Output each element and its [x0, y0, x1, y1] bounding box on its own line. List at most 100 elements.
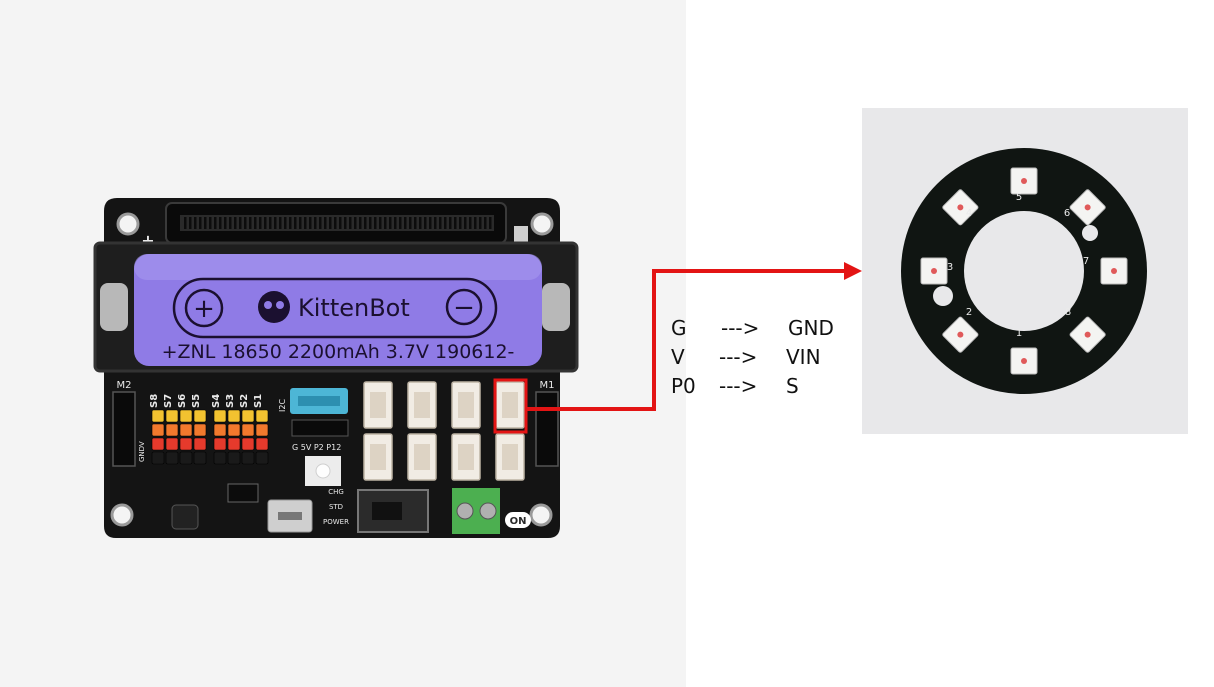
- robotbit-board: + + − KittenBot +ZNL 18650 2200mAh 3.7V …: [93, 198, 579, 538]
- ring-led-die: [957, 331, 964, 338]
- servo-pin: [179, 437, 193, 451]
- slot-pin: [479, 217, 482, 229]
- slot-pin: [364, 217, 367, 229]
- slot-pin: [429, 217, 432, 229]
- p0-connector-highlight: [493, 378, 528, 434]
- ring-led-die: [1111, 268, 1117, 274]
- servo-pin: [241, 451, 255, 465]
- servo-pin: [165, 423, 179, 437]
- servo-pin: [227, 451, 241, 465]
- wiring-legend: G ---> GND V ---> VIN P0 ---> S: [671, 316, 834, 398]
- i2c-label: I2C: [278, 399, 287, 412]
- slot-pin: [234, 217, 237, 229]
- ring-leds: [920, 167, 1128, 375]
- ring-led-number: 4: [966, 208, 972, 219]
- servo-pin: [151, 451, 165, 465]
- servo-pin: [193, 423, 207, 437]
- servo-pin: [179, 423, 193, 437]
- slot-pin: [384, 217, 387, 229]
- servo-label: S6: [177, 394, 188, 408]
- slot-pin: [394, 217, 397, 229]
- kittenbot-logo-icon: [258, 291, 290, 323]
- mount-hole: [110, 503, 134, 527]
- mount-hole: [116, 212, 140, 236]
- slot-pin: [309, 217, 312, 229]
- ring-center-hole: [964, 211, 1084, 331]
- servo-pin: [213, 437, 227, 451]
- wiring-arrow: --->: [719, 374, 757, 398]
- servo-pin: [193, 437, 207, 451]
- wiring-pin: P0: [671, 374, 696, 398]
- wiring-target: VIN: [786, 345, 821, 369]
- servo-pin: [193, 451, 207, 465]
- on-label: ON: [510, 516, 527, 527]
- servo-pin: [165, 437, 179, 451]
- servo-pin: [255, 437, 269, 451]
- slot-pin: [419, 217, 422, 229]
- slot-pin: [334, 217, 337, 229]
- wiring-pin: G: [671, 316, 687, 340]
- slot-pin: [294, 217, 297, 229]
- slot-pin: [219, 217, 222, 229]
- servo-pin: [213, 423, 227, 437]
- wiring-target: S: [786, 374, 799, 398]
- on-indicator: [505, 512, 531, 528]
- m1-label: M1: [540, 380, 555, 391]
- servo-pin: [241, 423, 255, 437]
- servo-pin: [213, 409, 227, 423]
- servo-label: S3: [225, 394, 236, 408]
- battery-label-frame: [172, 277, 498, 339]
- slot-pin: [319, 217, 322, 229]
- servo-pin: [151, 437, 165, 451]
- battery-plus-icon: [184, 288, 224, 328]
- servo-label: S7: [163, 394, 174, 408]
- ring-led-number: 3: [947, 262, 953, 273]
- i2c-pin-labels: G 5V P2 P12: [292, 443, 341, 452]
- connection-arrowhead: [844, 262, 862, 280]
- slot-pin: [314, 217, 317, 229]
- battery-plus-symbol: +: [193, 294, 215, 324]
- grove-port-socket: [458, 392, 474, 418]
- ring-led-die: [1021, 178, 1027, 184]
- slot-pin: [229, 217, 232, 229]
- slot-pin: [189, 217, 192, 229]
- ring-led-number: 7: [1083, 256, 1089, 267]
- servo-pin: [151, 409, 165, 423]
- m1-header: [535, 391, 559, 467]
- servo-pin: [255, 409, 269, 423]
- power-label: POWER: [323, 518, 349, 526]
- servo-pin: [255, 423, 269, 437]
- servo-pin: [227, 423, 241, 437]
- wiring-arrow: --->: [721, 316, 759, 340]
- gndv-label: GNDV: [138, 441, 146, 462]
- wiring-pin: V: [671, 345, 685, 369]
- slot-pin: [489, 217, 492, 229]
- mount-hole: [530, 212, 554, 236]
- servo-label: S4: [211, 394, 222, 408]
- slot-pin: [209, 217, 212, 229]
- ring-led-number: 2: [966, 307, 972, 318]
- ring-led-number: 6: [1064, 208, 1070, 219]
- slot-pin: [284, 217, 287, 229]
- slot-pin: [464, 217, 467, 229]
- slot-pin: [199, 217, 202, 229]
- ring-led-die: [1084, 331, 1091, 338]
- slot-pin: [389, 217, 392, 229]
- ring-led-number: 5: [1016, 192, 1022, 203]
- ring-led-die: [957, 204, 964, 211]
- servo-pin: [165, 409, 179, 423]
- slot-pin: [194, 217, 197, 229]
- servo-pin-header: [151, 409, 269, 465]
- battery-minus-icon: [445, 288, 483, 326]
- ring-led-number: 1: [1016, 328, 1022, 339]
- servo-pin: [241, 437, 255, 451]
- slot-pin: [224, 217, 227, 229]
- servo-label: S8: [149, 394, 160, 408]
- servo-pin: [179, 409, 193, 423]
- ring-mount-hole: [1082, 225, 1098, 241]
- slot-pin: [249, 217, 252, 229]
- slot-pin: [404, 217, 407, 229]
- grove-ports: [363, 381, 525, 481]
- battery-minus-symbol: −: [453, 293, 475, 323]
